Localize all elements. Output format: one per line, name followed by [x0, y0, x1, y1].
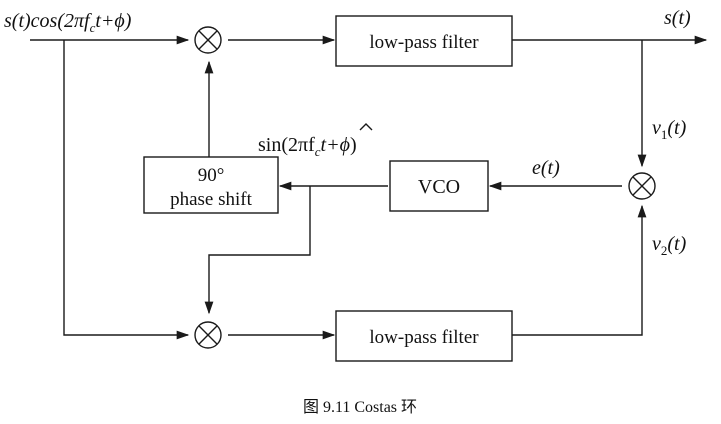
figure-caption: 图 9.11 Costas 环	[303, 399, 417, 416]
top-multiplier	[194, 26, 222, 54]
top-lowpass-filter: low-pass filter	[335, 15, 513, 67]
phi-hat: ϕ	[340, 134, 350, 156]
phi-hat-mark	[359, 123, 373, 131]
phase-shift-line2: phase shift	[170, 189, 253, 210]
v2-label: v2(t)	[652, 233, 687, 258]
phase-shift-line1: 90°	[198, 165, 225, 186]
wire-v2	[512, 204, 647, 336]
vco-output-label: sin(2πfct+ϕ)	[258, 134, 357, 159]
bottom-lowpass-filter: low-pass filter	[335, 310, 513, 362]
v1-label: v1(t)	[652, 117, 687, 142]
phase-shift-block: 90° phase shift	[143, 156, 279, 214]
vco-label: VCO	[418, 176, 460, 198]
bottom-lpf-label: low-pass filter	[369, 327, 479, 348]
bottom-multiplier	[194, 321, 222, 349]
input-signal-label: s(t)cos(2πfct+ϕ)	[4, 10, 132, 35]
error-signal-label: e(t)	[532, 157, 560, 179]
error-multiplier	[628, 172, 656, 200]
output-signal-label: s(t)	[664, 7, 691, 29]
wire-vco-to-bottom-mixer	[204, 186, 311, 315]
top-lpf-label: low-pass filter	[369, 32, 479, 53]
vco-block: VCO	[389, 160, 489, 212]
wire-input-branch	[63, 40, 190, 340]
